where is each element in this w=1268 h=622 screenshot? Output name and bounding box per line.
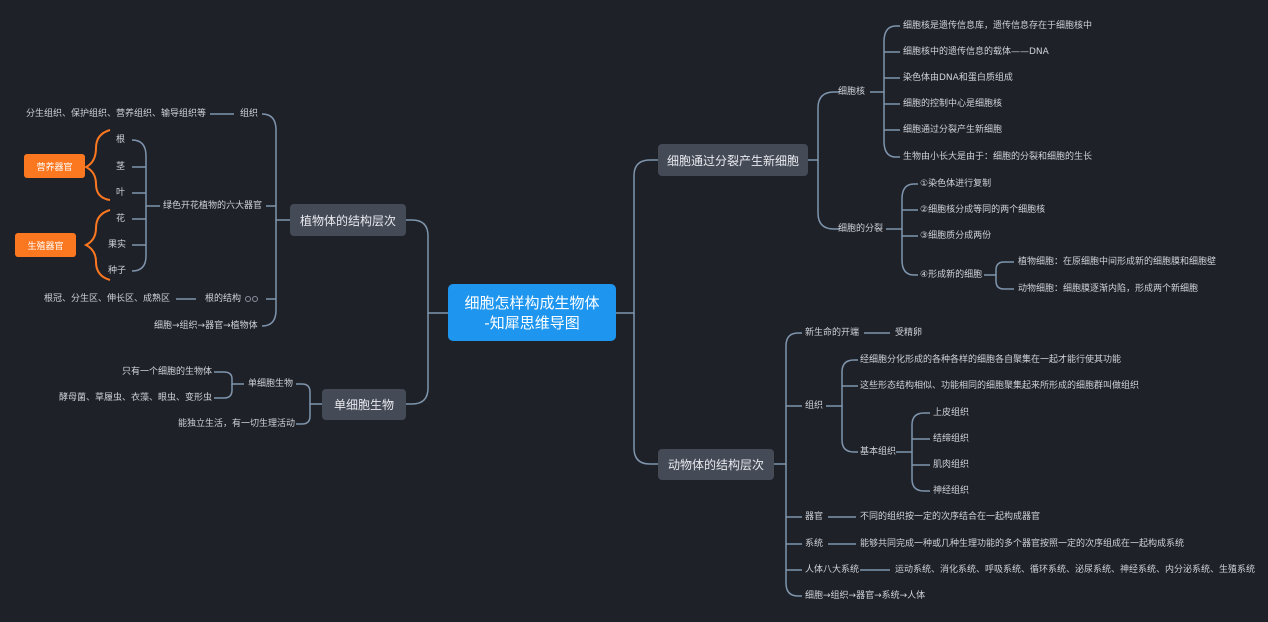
root-title: 细胞怎样构成生物体 — [464, 293, 600, 312]
unicellular-definition[interactable]: 只有一个细胞的生物体 — [121, 367, 212, 377]
system-label[interactable]: 系统 — [805, 539, 824, 549]
nucleus-item-6[interactable]: 生物由小长大是由于：细胞的分裂和细胞的生长 — [903, 152, 1093, 162]
division-step-3[interactable]: ③细胞质分成两份 — [920, 231, 992, 241]
animal-tissue-item-1[interactable]: 经细胞分化形成的各种各样的细胞各自聚集在一起才能行使其功能 — [860, 355, 1122, 365]
nucleus-item-4[interactable]: 细胞的控制中心是细胞核 — [903, 99, 1003, 109]
epithelial-tissue[interactable]: 上皮组织 — [933, 408, 970, 418]
animal-structure-node[interactable]: 动物体的结构层次 — [658, 449, 774, 480]
animal-cell-division[interactable]: 动物细胞：细胞膜逐渐内陷，形成两个新细胞 — [1018, 284, 1199, 294]
nutrition-organ-tag[interactable]: 营养器官 — [24, 154, 85, 178]
eight-systems-label[interactable]: 人体八大系统 — [805, 565, 860, 575]
unicellular-examples[interactable]: 酵母菌、草履虫、衣藻、眼虫、变形虫 — [58, 393, 212, 403]
unicellular-node[interactable]: 单细胞生物 — [322, 389, 406, 420]
animal-sequence[interactable]: 细胞→组织→器官→系统→人体 — [805, 591, 926, 601]
six-organs-label[interactable]: 绿色开花植物的六大器官 — [163, 201, 263, 211]
organ-fruit[interactable]: 果实 — [108, 240, 127, 250]
division-step-1[interactable]: ①染色体进行复制 — [920, 179, 992, 189]
root-subtitle: -知犀思维导图 — [484, 313, 580, 332]
cell-division-node[interactable]: 细胞通过分裂产生新细胞 — [658, 144, 808, 176]
organ-definition[interactable]: 不同的组织按一定的次序结合在一起构成器官 — [860, 512, 1041, 522]
nucleus-item-2[interactable]: 细胞核中的遗传信息的载体——DNA — [903, 47, 1049, 57]
organ-flower[interactable]: 花 — [116, 214, 126, 224]
nucleus-label[interactable]: 细胞核 — [838, 87, 866, 97]
organ-seed[interactable]: 种子 — [108, 266, 127, 276]
division-label[interactable]: 细胞的分裂 — [838, 224, 884, 234]
division-step-2[interactable]: ②细胞核分成等同的两个细胞核 — [920, 205, 1046, 215]
life-start-value[interactable]: 受精卵 — [895, 328, 923, 338]
nucleus-item-3[interactable]: 染色体由DNA和蛋白质组成 — [903, 73, 1013, 83]
basic-tissue-label[interactable]: 基本组织 — [860, 447, 897, 457]
reproduction-organ-tag[interactable]: 生殖器官 — [15, 233, 76, 257]
plant-sequence[interactable]: 细胞→组织→器官→植物体 — [154, 321, 258, 331]
connective-tissue[interactable]: 结缔组织 — [933, 434, 970, 444]
root-structure-label[interactable]: 根的结构 — [205, 294, 242, 304]
animal-tissue-label[interactable]: 组织 — [805, 401, 824, 411]
root-structure-detail[interactable]: 根冠、分生区、伸长区、成熟区 — [43, 294, 170, 304]
organ-leaf[interactable]: 叶 — [116, 188, 126, 198]
unicellular-life[interactable]: 能独立生活，有一切生理活动 — [178, 419, 296, 429]
system-definition[interactable]: 能够共同完成一种或几种生理功能的多个器官按照一定的次序组成在一起构成系统 — [860, 539, 1185, 549]
nucleus-item-5[interactable]: 细胞通过分裂产生新细胞 — [903, 125, 1003, 135]
unicellular-label[interactable]: 单细胞生物 — [248, 379, 294, 389]
animal-tissue-item-2[interactable]: 这些形态结构相似、功能相同的细胞聚集起来所形成的细胞群叫做组织 — [860, 381, 1140, 391]
organ-root[interactable]: 根 — [116, 135, 126, 145]
plant-tissue-label[interactable]: 组织 — [240, 109, 259, 119]
muscle-tissue[interactable]: 肌肉组织 — [933, 460, 970, 470]
plant-cell-division[interactable]: 植物细胞：在原细胞中间形成新的细胞膜和细胞壁 — [1018, 257, 1217, 267]
organ-label[interactable]: 器官 — [805, 512, 824, 522]
root-topic[interactable]: 细胞怎样构成生物体 -知犀思维导图 — [448, 284, 616, 341]
life-start-label[interactable]: 新生命的开端 — [805, 328, 860, 338]
eight-systems-list[interactable]: 运动系统、消化系统、呼吸系统、循环系统、泌尿系统、神经系统、内分泌系统、生殖系统 — [895, 565, 1256, 575]
plant-structure-node[interactable]: 植物体的结构层次 — [290, 204, 406, 236]
organ-stem[interactable]: 茎 — [116, 162, 126, 172]
nerve-tissue[interactable]: 神经组织 — [933, 486, 970, 496]
nucleus-item-1[interactable]: 细胞核是遗传信息库，遗传信息存在于细胞核中 — [903, 21, 1093, 31]
plant-tissue-detail[interactable]: 分生组织、保护组织、营养组织、输导组织等 — [25, 109, 206, 119]
division-step-4[interactable]: ④形成新的细胞 — [920, 270, 983, 280]
